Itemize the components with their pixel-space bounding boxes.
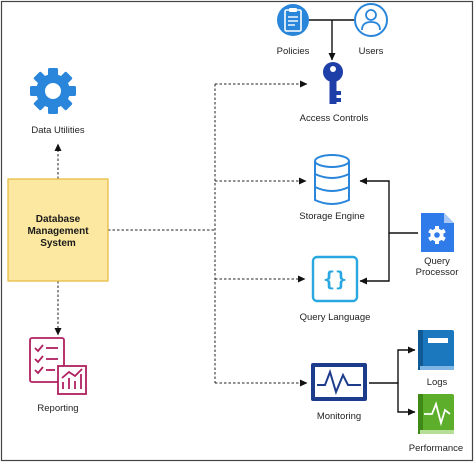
query-processor-label-line2: Processor — [416, 267, 459, 278]
connectors — [54, 19, 418, 416]
monitoring-to-logs-connector — [369, 346, 416, 384]
database-cylinder-icon — [314, 154, 350, 205]
document-gear-icon — [421, 213, 454, 252]
dbms-node[interactable]: Database Management System — [7, 178, 109, 282]
data-utilities-node[interactable]: Data Utilities — [30, 68, 85, 136]
monitor-pulse-icon — [311, 363, 367, 401]
performance-pulse-icon — [418, 394, 454, 434]
gear-icon — [30, 68, 76, 114]
report-checklist-icon — [29, 337, 87, 395]
query-language-node[interactable]: {} Query Language — [300, 255, 371, 323]
storage-engine-node[interactable]: Storage Engine — [299, 154, 365, 222]
dbms-box — [7, 178, 109, 282]
monitoring-to-performance-connector — [397, 383, 416, 416]
query-processor-connector-lower — [359, 233, 390, 285]
access-controls-node[interactable]: Access Controls — [300, 62, 369, 124]
performance-label: Performance — [409, 443, 463, 454]
monitoring-node[interactable]: Monitoring — [311, 363, 367, 422]
dbms-label-line3: System — [40, 238, 76, 249]
user-icon — [354, 3, 388, 37]
access-controls-label: Access Controls — [300, 113, 369, 124]
storage-engine-label: Storage Engine — [299, 211, 365, 222]
monitoring-label: Monitoring — [317, 411, 361, 422]
svg-text:{}: {} — [323, 267, 347, 291]
query-language-label: Query Language — [300, 312, 371, 323]
logs-node[interactable]: Logs — [418, 330, 454, 388]
reporting-label: Reporting — [37, 403, 78, 414]
data-utilities-label: Data Utilities — [31, 125, 85, 136]
query-processor-connector — [359, 177, 418, 234]
logs-label: Logs — [427, 377, 448, 388]
query-processor-label-line1: Query — [424, 256, 450, 267]
query-processor-node[interactable]: Query Processor — [416, 213, 459, 278]
dbms-label-line1: Database — [36, 214, 81, 225]
users-label: Users — [359, 46, 384, 57]
key-hole-icon — [330, 66, 336, 72]
policies-clipboard-icon — [277, 4, 309, 36]
reporting-node[interactable]: Reporting — [29, 337, 87, 414]
users-node[interactable]: Users — [354, 3, 388, 57]
policies-label: Policies — [277, 46, 310, 57]
dbms-label-line2: Management — [27, 226, 89, 237]
logbook-icon — [418, 330, 454, 370]
policies-node[interactable]: Policies — [277, 4, 310, 57]
code-braces-icon: {} — [311, 255, 359, 303]
performance-node[interactable]: Performance — [409, 394, 463, 454]
